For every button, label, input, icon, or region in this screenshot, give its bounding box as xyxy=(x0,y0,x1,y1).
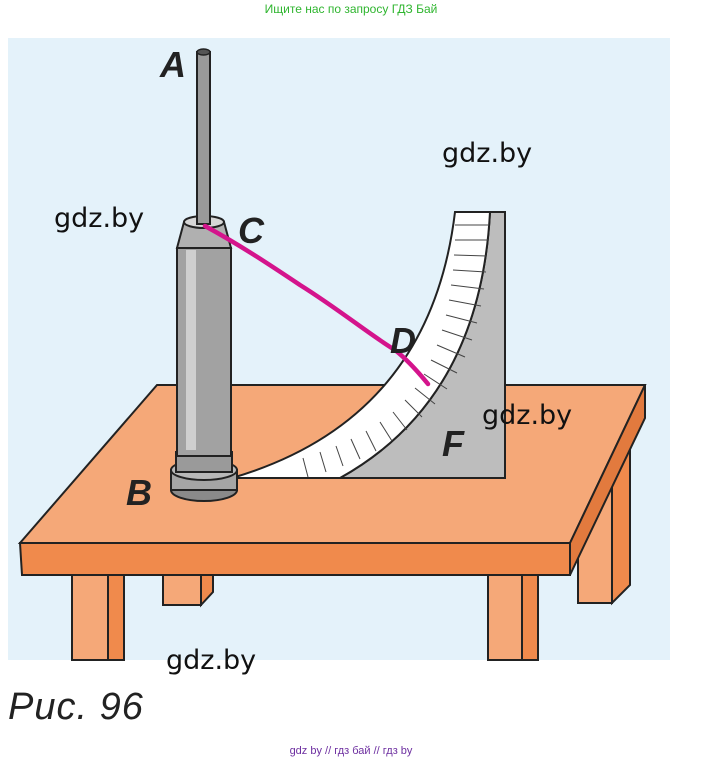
watermark: gdz.by xyxy=(54,203,145,234)
table-side-edge xyxy=(569,384,646,576)
stand-column xyxy=(176,247,232,457)
ramp-track xyxy=(231,211,492,479)
label-f: F xyxy=(442,423,465,464)
footer-links: gdz by // гдз бай // гдз by xyxy=(289,745,413,757)
watermark: gdz.by xyxy=(166,645,257,676)
table-leg-front-left-side xyxy=(107,574,125,661)
label-a: A xyxy=(159,44,186,85)
stand-column-highlight xyxy=(186,250,196,450)
table-leg-back-left-side xyxy=(200,572,214,608)
label-d: D xyxy=(390,320,416,361)
rod-tip xyxy=(196,48,211,56)
string-cd xyxy=(202,223,431,387)
table-leg-front-right-side xyxy=(521,574,539,661)
rod-ac xyxy=(196,51,211,225)
watermark: gdz.by xyxy=(482,400,573,431)
figure-caption: Рис. 96 xyxy=(8,686,144,728)
ramp-track-stripes xyxy=(302,224,489,478)
table-leg-back-left xyxy=(162,572,202,606)
watermark: gdz.by xyxy=(442,138,533,169)
label-c: C xyxy=(238,210,265,251)
table-front-edge xyxy=(18,542,571,576)
top-banner: Ищите нас по запросу ГДЗ Бай xyxy=(264,2,438,16)
label-b: B xyxy=(126,472,152,513)
